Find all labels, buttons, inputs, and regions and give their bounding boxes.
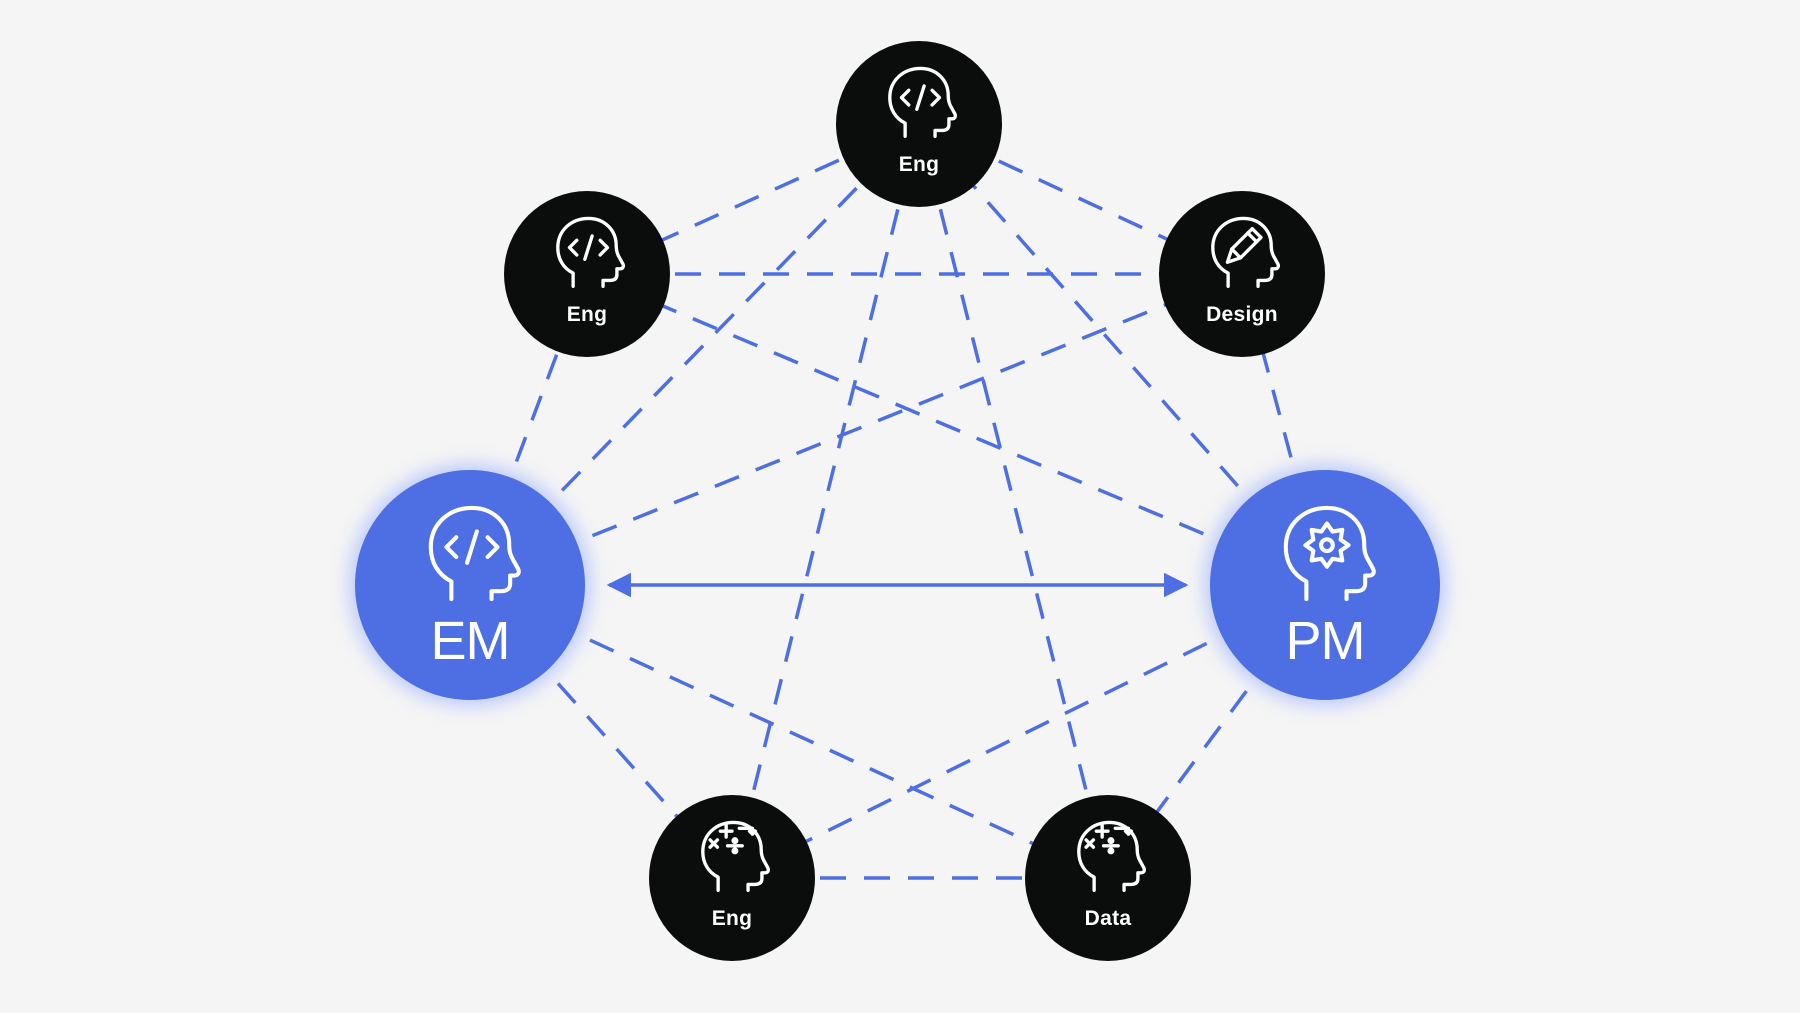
- node-em: EM: [349, 464, 591, 706]
- link-pm-eng-left: [586, 272, 1326, 587]
- head-code-icon: [888, 66, 958, 138]
- head-math-icon: [1077, 820, 1147, 892]
- link-em-data: [469, 583, 1109, 880]
- head-math-icon: [701, 820, 771, 892]
- head-pencil-icon: [1211, 216, 1281, 288]
- head-code-icon: [431, 508, 519, 599]
- node-pm: PM: [1204, 464, 1446, 706]
- node-circle: [1159, 191, 1325, 357]
- node-data: Data: [1025, 795, 1191, 961]
- node-label: PM: [1286, 611, 1365, 671]
- node-circle: [836, 41, 1002, 207]
- node-eng-left: Eng: [504, 191, 670, 357]
- node-label: Data: [1085, 907, 1132, 930]
- node-label: Eng: [712, 907, 753, 930]
- node-label: Eng: [899, 153, 940, 176]
- node-label: EM: [431, 611, 510, 671]
- node-label: Design: [1206, 303, 1278, 326]
- link-eng-top-eng-bottom: [730, 123, 921, 879]
- node-label: Eng: [567, 303, 608, 326]
- head-gear-icon: [1286, 508, 1374, 599]
- node-circle: [504, 191, 670, 357]
- node-eng-bottom: Eng: [649, 795, 815, 961]
- gear-shape: [1303, 521, 1351, 569]
- head-code-icon: [556, 216, 626, 288]
- node-eng-top: Eng: [836, 41, 1002, 207]
- node-design: Design: [1159, 191, 1325, 357]
- node-circle: [1210, 470, 1440, 700]
- node-circle: [355, 470, 585, 700]
- link-eng-top-data: [917, 123, 1110, 879]
- link-em-design: [469, 272, 1243, 587]
- node-circle: [649, 795, 815, 961]
- node-circle: [1025, 795, 1191, 961]
